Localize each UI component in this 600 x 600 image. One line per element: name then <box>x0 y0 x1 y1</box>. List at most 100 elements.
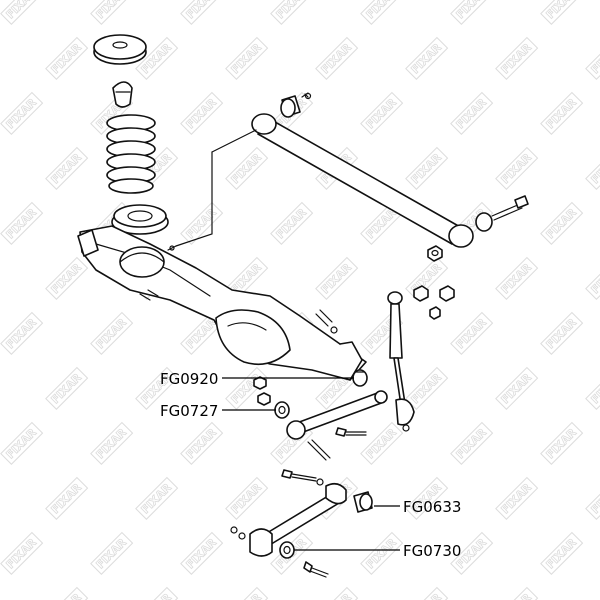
watermark-tile: FIXAR <box>45 146 89 190</box>
nut-upper <box>427 245 443 262</box>
upper-arm <box>251 113 474 248</box>
svg-text:FIXAR: FIXAR <box>454 316 490 352</box>
watermark-tile: FIXAR <box>540 531 584 575</box>
watermark-tile: FIXAR <box>135 586 179 600</box>
watermark-tile: FIXAR <box>360 91 404 135</box>
watermark-tile: FIXAR <box>405 146 449 190</box>
watermark-tile: FIXAR <box>315 586 359 600</box>
watermark-tile: FIXAR <box>405 586 449 600</box>
watermark-tile: FIXAR <box>0 91 44 135</box>
bushing-fg0730 <box>279 541 295 559</box>
upper-spring-seat <box>93 34 147 65</box>
watermark-tile: FIXAR <box>315 36 359 80</box>
watermark-tile: FIXAR <box>225 36 269 80</box>
svg-text:FIXAR: FIXAR <box>229 591 265 600</box>
svg-text:FIXAR: FIXAR <box>4 536 40 572</box>
svg-text:FIXAR: FIXAR <box>4 96 40 132</box>
svg-text:FIXAR: FIXAR <box>184 536 220 572</box>
svg-text:FIXAR: FIXAR <box>319 41 355 77</box>
watermark-tile: FIXAR <box>450 0 494 25</box>
svg-text:FIXAR: FIXAR <box>49 591 85 600</box>
svg-text:FIXAR: FIXAR <box>499 261 535 297</box>
watermark-tile: FIXAR <box>450 91 494 135</box>
callout-label-fg0633: FG0633 <box>403 498 461 516</box>
bump-stop <box>112 81 133 108</box>
svg-text:FIXAR: FIXAR <box>94 316 130 352</box>
watermark-tile: FIXAR <box>90 311 134 355</box>
watermark-tile: FIXAR <box>585 256 600 300</box>
watermark-tile: FIXAR <box>180 0 224 25</box>
watermark-tile: FIXAR <box>45 36 89 80</box>
watermark-tile: FIXAR <box>540 91 584 135</box>
watermark-tile: FIXAR <box>315 256 359 300</box>
bushing-fg0633 <box>353 491 373 513</box>
svg-text:FIXAR: FIXAR <box>4 316 40 352</box>
watermark-tile: FIXAR <box>225 476 269 520</box>
watermark-tile: FIXAR <box>495 36 539 80</box>
svg-text:FIXAR: FIXAR <box>184 426 220 462</box>
watermark-tile: FIXAR <box>225 146 269 190</box>
watermark-tile: FIXAR <box>135 476 179 520</box>
watermark-tile: FIXAR <box>360 0 404 25</box>
watermark-tile: FIXAR <box>360 421 404 465</box>
watermark-tile: FIXAR <box>180 91 224 135</box>
svg-text:FIXAR: FIXAR <box>49 41 85 77</box>
watermark-tile: FIXAR <box>585 586 600 600</box>
watermark-tile: FIXAR <box>90 0 134 25</box>
assembly-leader <box>175 129 257 247</box>
svg-text:FIXAR: FIXAR <box>499 371 535 407</box>
svg-text:FIXAR: FIXAR <box>49 481 85 517</box>
watermark-tile: FIXAR <box>450 421 494 465</box>
svg-text:FIXAR: FIXAR <box>364 0 400 21</box>
svg-text:FIXAR: FIXAR <box>589 591 600 600</box>
callout-label-fg0730: FG0730 <box>403 542 461 560</box>
svg-text:FIXAR: FIXAR <box>499 591 535 600</box>
svg-text:FIXAR: FIXAR <box>229 41 265 77</box>
watermark-tile: FIXAR <box>585 366 600 410</box>
svg-text:FIXAR: FIXAR <box>319 261 355 297</box>
nuts-shock <box>413 285 455 302</box>
svg-text:FIXAR: FIXAR <box>274 206 310 242</box>
watermark-tile: FIXAR <box>45 476 89 520</box>
svg-text:FIXAR: FIXAR <box>499 151 535 187</box>
svg-text:FIXAR: FIXAR <box>319 591 355 600</box>
watermark-tile: FIXAR <box>495 256 539 300</box>
watermark-tile: FIXAR <box>0 311 44 355</box>
svg-text:FIXAR: FIXAR <box>544 426 580 462</box>
upper-bushing-right <box>475 195 529 232</box>
bushing-fg0727 <box>257 392 290 419</box>
axle-housing <box>77 225 367 381</box>
watermark-tile: FIXAR <box>270 0 314 25</box>
bolts-axle-left <box>315 306 441 334</box>
watermark-tile: FIXAR <box>45 366 89 410</box>
svg-text:FIXAR: FIXAR <box>139 591 175 600</box>
svg-text:FIXAR: FIXAR <box>184 206 220 242</box>
watermark-tile: FIXAR <box>45 256 89 300</box>
watermark-tile: FIXAR <box>495 586 539 600</box>
watermark-tile: FIXAR <box>180 531 224 575</box>
svg-text:FIXAR: FIXAR <box>544 536 580 572</box>
callout-fg0727: FG0727 <box>160 402 276 420</box>
coil-spring <box>106 114 156 194</box>
svg-text:FIXAR: FIXAR <box>139 481 175 517</box>
svg-text:FIXAR: FIXAR <box>229 151 265 187</box>
svg-text:FIXAR: FIXAR <box>184 96 220 132</box>
watermark-tile: FIXAR <box>540 201 584 245</box>
bolts-lateral <box>307 427 367 461</box>
svg-text:FIXAR: FIXAR <box>589 261 600 297</box>
svg-text:FIXAR: FIXAR <box>274 0 310 21</box>
svg-text:FIXAR: FIXAR <box>229 481 265 517</box>
watermark-tile: FIXAR <box>405 366 449 410</box>
svg-text:FIXAR: FIXAR <box>544 96 580 132</box>
svg-text:FIXAR: FIXAR <box>589 41 600 77</box>
watermark-tile: FIXAR <box>495 146 539 190</box>
svg-text:FIXAR: FIXAR <box>499 41 535 77</box>
svg-text:FIXAR: FIXAR <box>49 151 85 187</box>
callout-fg0730: FG0730 <box>294 542 461 560</box>
watermark-tile: FIXAR <box>90 531 134 575</box>
svg-text:FIXAR: FIXAR <box>364 536 400 572</box>
svg-text:FIXAR: FIXAR <box>544 206 580 242</box>
callout-label-fg0727: FG0727 <box>160 402 218 420</box>
